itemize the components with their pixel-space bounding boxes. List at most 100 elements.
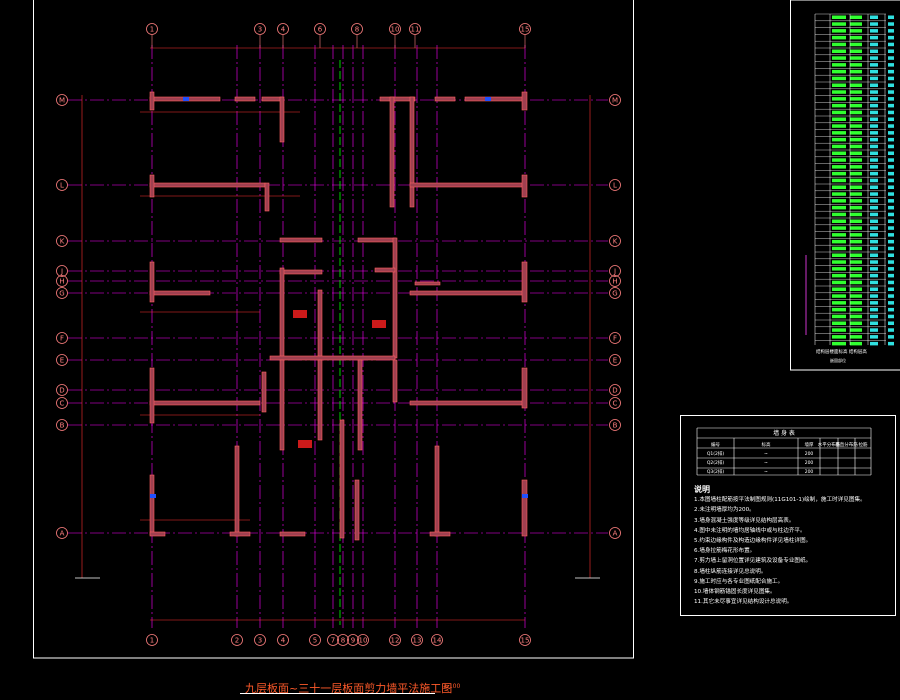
level-table-cell-grade <box>870 158 878 162</box>
level-table-cell-grade <box>870 63 878 67</box>
level-table-cell-grade <box>870 260 878 264</box>
shear-wall <box>261 96 283 102</box>
level-table-cell-elev <box>832 328 846 332</box>
level-table-cell-elev <box>832 314 846 319</box>
level-table-cell-grade <box>870 239 878 244</box>
level-table-cell-grade2 <box>888 151 894 155</box>
level-table-cell-height <box>850 35 862 40</box>
wall-table-header: 编号 <box>711 441 720 448</box>
axis-left-label: E <box>60 357 64 365</box>
level-table-cell-height <box>850 260 862 264</box>
level-table-cell-grade2 <box>888 185 894 189</box>
shear-wall <box>149 531 166 537</box>
shear-wall <box>149 367 155 424</box>
axis-bottom-label: 12 <box>391 637 400 645</box>
axis-left-bubble <box>56 419 68 431</box>
axis-bottom-label: 4 <box>281 637 286 645</box>
axis-right-label: M <box>612 97 618 105</box>
level-table-cell-elev <box>832 294 846 298</box>
level-table-cell-elev <box>832 124 846 128</box>
axis-top-bubble <box>277 23 289 35</box>
level-table-cell-height <box>850 165 862 169</box>
axis-top-bubble <box>519 23 531 35</box>
note-item: 6.墙身拉筋梅花形布置。 <box>694 548 756 555</box>
axis-right-bubble <box>609 94 621 106</box>
axis-top-label: 6 <box>318 26 323 34</box>
axis-right-bubble <box>609 235 621 247</box>
level-table-cell-elev <box>832 165 846 169</box>
axis-bottom-bubble <box>431 634 443 646</box>
shear-wall <box>261 371 267 413</box>
wall-table-header: 水平分布筋 <box>818 441 841 448</box>
axis-left-label: G <box>59 290 64 298</box>
title-underline <box>240 693 435 694</box>
axis-right-label: C <box>613 400 618 408</box>
level-table-cell-grade2 <box>888 267 894 271</box>
level-table-cell-grade2 <box>888 124 894 128</box>
level-table-cell-height <box>850 76 862 81</box>
level-table-cell-height <box>850 22 862 26</box>
level-table-cell-grade2 <box>888 63 894 67</box>
level-table-cell-height <box>850 205 862 210</box>
axis-bottom-bubble <box>519 634 531 646</box>
axis-left-label: C <box>60 400 65 408</box>
axis-bottom-label: 8 <box>341 637 345 645</box>
axis-bottom-label: 15 <box>521 637 530 645</box>
axis-left-label: D <box>59 387 64 395</box>
level-table-cell-grade <box>870 273 878 278</box>
level-table-cell-height <box>850 90 862 94</box>
shear-wall <box>392 359 398 403</box>
level-table-cell-height <box>850 158 862 162</box>
axis-top-bubble <box>146 23 158 35</box>
note-item: 4.图中未注明的墙均居轴线中或与柱边齐平。 <box>694 527 806 534</box>
level-table-cell-height <box>850 328 862 332</box>
level-table-cell-grade2 <box>888 199 894 203</box>
level-table-cell-grade <box>870 117 878 121</box>
shear-wall <box>434 96 456 102</box>
wall-table-header: 标高 <box>762 441 771 448</box>
level-table-cell-grade2 <box>888 158 894 162</box>
level-table-cell-elev <box>832 15 846 19</box>
level-table-cell-grade2 <box>888 90 894 94</box>
level-table-cell-grade2 <box>888 192 894 196</box>
level-table-cell-grade <box>870 90 878 94</box>
level-table-frame <box>790 0 900 371</box>
note-item: 2.未注明墙厚均为200。 <box>694 507 755 514</box>
wall-table-cell: ~ <box>764 470 768 475</box>
level-table-cell-height <box>850 97 862 101</box>
axis-bottom-bubble <box>231 634 243 646</box>
shear-wall <box>434 445 440 537</box>
level-table-cell-elev <box>832 246 846 251</box>
drawing-title: 九层板面~三十一层板面剪力墙平法施工图 <box>245 682 453 695</box>
shear-wall <box>317 289 323 361</box>
level-table-cell-height <box>850 314 862 319</box>
level-table-cell-grade <box>870 178 878 183</box>
level-table-cell-height <box>850 117 862 121</box>
level-table-cell-grade <box>870 131 878 135</box>
notes: 说明 1.本图墙柱配筋按平法制图规则(11G101-1)绘制，施工时详见图集。2… <box>694 485 884 607</box>
level-table-cell-grade2 <box>888 22 894 26</box>
axis-top-label: 10 <box>391 26 400 34</box>
axis-right-label: E <box>613 357 617 365</box>
level-table-cell-height <box>850 171 862 176</box>
level-table-cell-grade <box>870 205 878 210</box>
shear-wall <box>149 290 211 296</box>
level-table-cell-elev <box>832 267 846 271</box>
shear-wall <box>279 269 323 275</box>
level-table-cell-height <box>850 341 862 346</box>
axis-left-bubble <box>56 94 68 106</box>
axis-left-label: M <box>59 97 65 105</box>
level-table-cell-elev <box>832 158 846 162</box>
level-table-cell-elev <box>832 205 846 210</box>
level-table-cell-grade <box>870 226 878 230</box>
wall-table-cell: Q3(2排) <box>707 468 725 475</box>
shear-wall <box>409 400 526 406</box>
axis-right-bubble <box>609 275 621 287</box>
level-table-cell-height <box>850 287 862 291</box>
level-table-cell-height <box>850 233 862 237</box>
level-table-cell-grade2 <box>888 294 894 298</box>
level-table-cell-height <box>850 151 862 155</box>
level-table-cell-height <box>850 49 862 53</box>
axis-left-bubble <box>56 179 68 191</box>
shear-wall <box>374 267 396 273</box>
